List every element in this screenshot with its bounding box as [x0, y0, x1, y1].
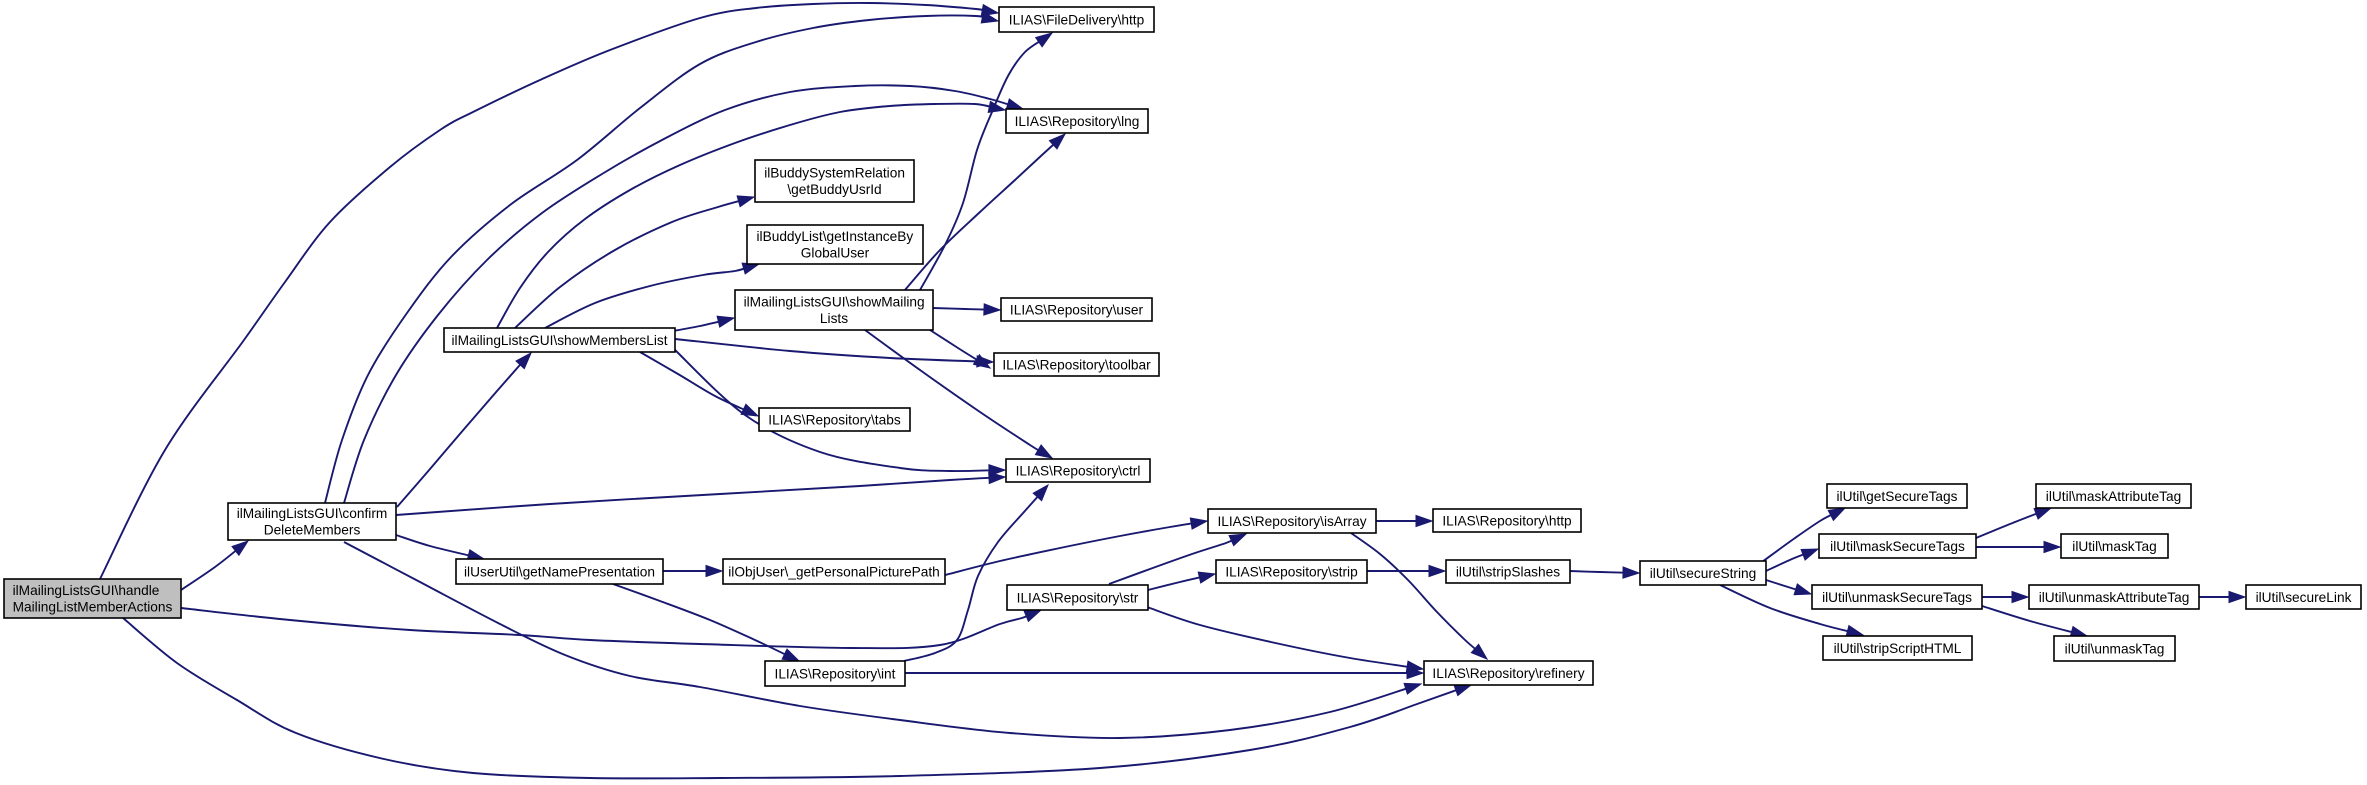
svg-text:ilUtil\maskTag: ilUtil\maskTag: [2072, 539, 2156, 554]
svg-text:ILIAS\Repository\int: ILIAS\Repository\int: [775, 666, 896, 681]
svg-text:ILIAS\Repository\strip: ILIAS\Repository\strip: [1225, 564, 1358, 579]
svg-text:ILIAS\Repository\ctrl: ILIAS\Repository\ctrl: [1016, 463, 1141, 478]
svg-text:ilUtil\stripSlashes: ilUtil\stripSlashes: [1456, 564, 1560, 579]
svg-text:Lists: Lists: [820, 311, 848, 326]
svg-text:ILIAS\Repository\isArray: ILIAS\Repository\isArray: [1217, 514, 1366, 529]
svg-text:ilUtil\getSecureTags: ilUtil\getSecureTags: [1837, 489, 1958, 504]
svg-text:ilUtil\unmaskAttributeTag: ilUtil\unmaskAttributeTag: [2039, 590, 2190, 605]
svg-text:ilUtil\maskSecureTags: ilUtil\maskSecureTags: [1830, 539, 1965, 554]
svg-text:GlobalUser: GlobalUser: [801, 246, 870, 261]
svg-text:ilMailingListsGUI\showMembersL: ilMailingListsGUI\showMembersList: [451, 333, 667, 348]
svg-text:ilUtil\secureString: ilUtil\secureString: [1650, 566, 1757, 581]
svg-text:ILIAS\Repository\http: ILIAS\Repository\http: [1442, 513, 1572, 528]
svg-text:MailingListMemberActions: MailingListMemberActions: [13, 600, 173, 615]
svg-text:ilUtil\maskAttributeTag: ilUtil\maskAttributeTag: [2046, 489, 2181, 504]
svg-text:ILIAS\Repository\user: ILIAS\Repository\user: [1010, 302, 1144, 317]
svg-text:ILIAS\Repository\refinery: ILIAS\Repository\refinery: [1432, 666, 1584, 681]
svg-text:ilBuddySystemRelation: ilBuddySystemRelation: [764, 166, 905, 181]
svg-text:ilBuddyList\getInstanceBy: ilBuddyList\getInstanceBy: [757, 229, 914, 244]
svg-text:ilMailingListsGUI\showMailing: ilMailingListsGUI\showMailing: [744, 295, 925, 310]
svg-text:DeleteMembers: DeleteMembers: [264, 523, 361, 538]
svg-text:ilMailingListsGUI\handle: ilMailingListsGUI\handle: [13, 583, 160, 598]
svg-text:ilUserUtil\getNamePresentation: ilUserUtil\getNamePresentation: [464, 564, 655, 579]
svg-text:ILIAS\Repository\tabs: ILIAS\Repository\tabs: [768, 412, 901, 427]
svg-text:ilUtil\unmaskSecureTags: ilUtil\unmaskSecureTags: [1822, 590, 1972, 605]
svg-text:\getBuddyUsrId: \getBuddyUsrId: [787, 182, 881, 197]
svg-text:ilMailingListsGUI\confirm: ilMailingListsGUI\confirm: [237, 506, 388, 521]
svg-text:ilUtil\unmaskTag: ilUtil\unmaskTag: [2065, 641, 2165, 656]
svg-text:ILIAS\Repository\toolbar: ILIAS\Repository\toolbar: [1002, 357, 1151, 372]
svg-text:ILIAS\Repository\str: ILIAS\Repository\str: [1017, 590, 1139, 605]
svg-text:ILIAS\FileDelivery\http: ILIAS\FileDelivery\http: [1009, 12, 1145, 27]
svg-text:ilUtil\secureLink: ilUtil\secureLink: [2256, 590, 2352, 605]
svg-text:ilUtil\stripScriptHTML: ilUtil\stripScriptHTML: [1834, 641, 1962, 656]
svg-text:ILIAS\Repository\lng: ILIAS\Repository\lng: [1015, 114, 1140, 129]
svg-text:ilObjUser\_getPersonalPictureP: ilObjUser\_getPersonalPicturePath: [728, 564, 940, 579]
